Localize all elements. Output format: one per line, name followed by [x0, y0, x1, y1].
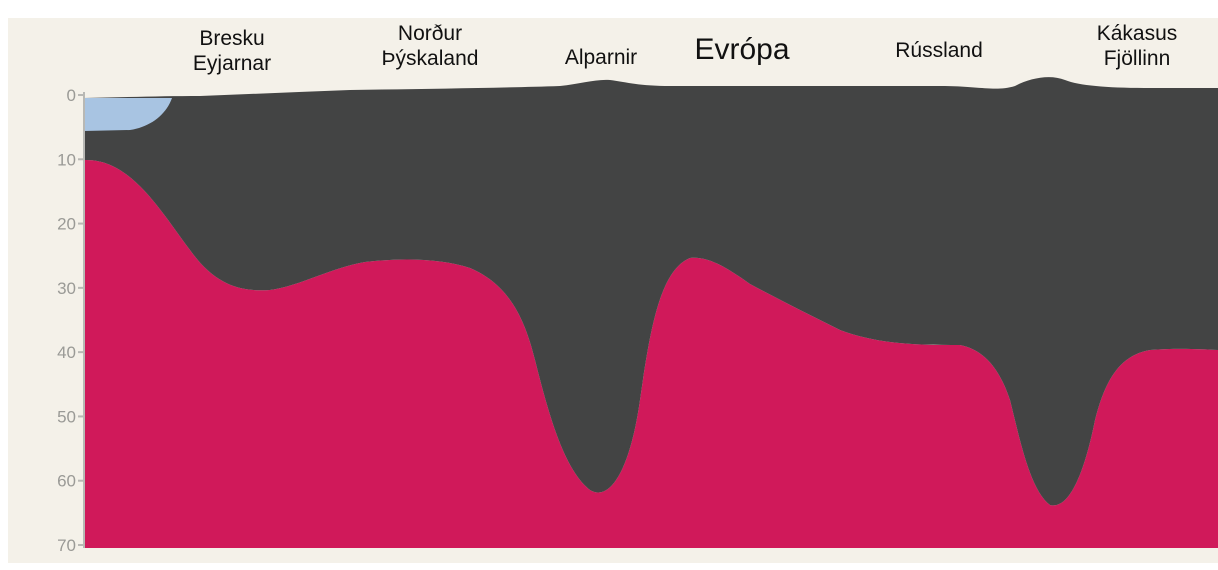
region-label-kakasus-fjollinn: Kákasus Fjöllinn	[1097, 21, 1178, 71]
region-label-line: Alparnir	[565, 45, 637, 70]
diagram-title: Evrópa	[694, 33, 789, 67]
region-label-bresku-eyjarnar: Bresku Eyjarnar	[193, 26, 271, 76]
region-label-line: Kákasus	[1097, 21, 1178, 46]
region-label-nordur-thyskaland: Norður Þýskaland	[382, 21, 479, 71]
depth-tick-label: 40	[57, 343, 76, 362]
depth-tick-label: 60	[57, 472, 76, 491]
region-label-line: Fjöllinn	[1097, 46, 1178, 71]
depth-tick-label: 50	[57, 407, 76, 426]
region-label-line: Norður	[382, 21, 479, 46]
depth-tick-label: 0	[67, 86, 76, 105]
depth-tick-label: 30	[57, 279, 76, 298]
region-label-line: Bresku	[193, 26, 271, 51]
depth-tick-label: 20	[57, 215, 76, 234]
region-label-line: Þýskaland	[382, 46, 479, 71]
depth-tick-label: 10	[57, 150, 76, 169]
region-label-russland: Rússland	[895, 38, 983, 63]
depth-tick-label: 70	[57, 536, 76, 555]
region-label-alparnir: Alparnir	[565, 45, 637, 70]
region-label-line: Eyjarnar	[193, 51, 271, 76]
region-label-line: Rússland	[895, 38, 983, 63]
